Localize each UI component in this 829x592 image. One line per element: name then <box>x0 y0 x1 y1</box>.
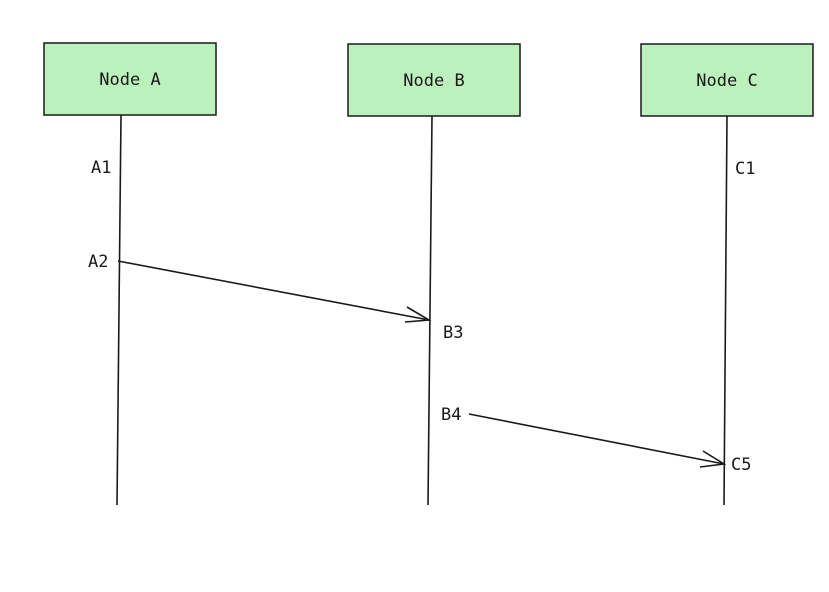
arrowhead-icon <box>404 306 432 323</box>
event-label-b3: B3 <box>443 323 463 343</box>
node-c-label: Node C <box>696 71 757 91</box>
event-label-b4: B4 <box>441 405 461 425</box>
event-label-a1: A1 <box>91 158 111 178</box>
node-a-label: Node A <box>99 70 160 90</box>
node-b-label: Node B <box>403 71 464 91</box>
message-b4-c5 <box>468 413 727 468</box>
lifeline-c <box>723 115 728 506</box>
arrowhead-icon <box>699 450 727 468</box>
message-line <box>468 413 725 465</box>
node-c-box[interactable] <box>640 43 814 117</box>
event-label-c1: C1 <box>735 159 755 179</box>
node-c[interactable]: Node C <box>640 43 814 117</box>
node-a[interactable]: Node A <box>43 42 217 116</box>
message-line <box>117 260 430 321</box>
node-b[interactable]: Node B <box>347 43 521 117</box>
node-a-box[interactable] <box>43 42 217 116</box>
event-label-a2: A2 <box>88 252 108 272</box>
lifeline-b <box>427 115 433 506</box>
event-label-c5: C5 <box>731 455 751 475</box>
node-b-box[interactable] <box>347 43 521 117</box>
lifeline-a <box>116 114 122 506</box>
message-a2-b3 <box>117 260 432 323</box>
